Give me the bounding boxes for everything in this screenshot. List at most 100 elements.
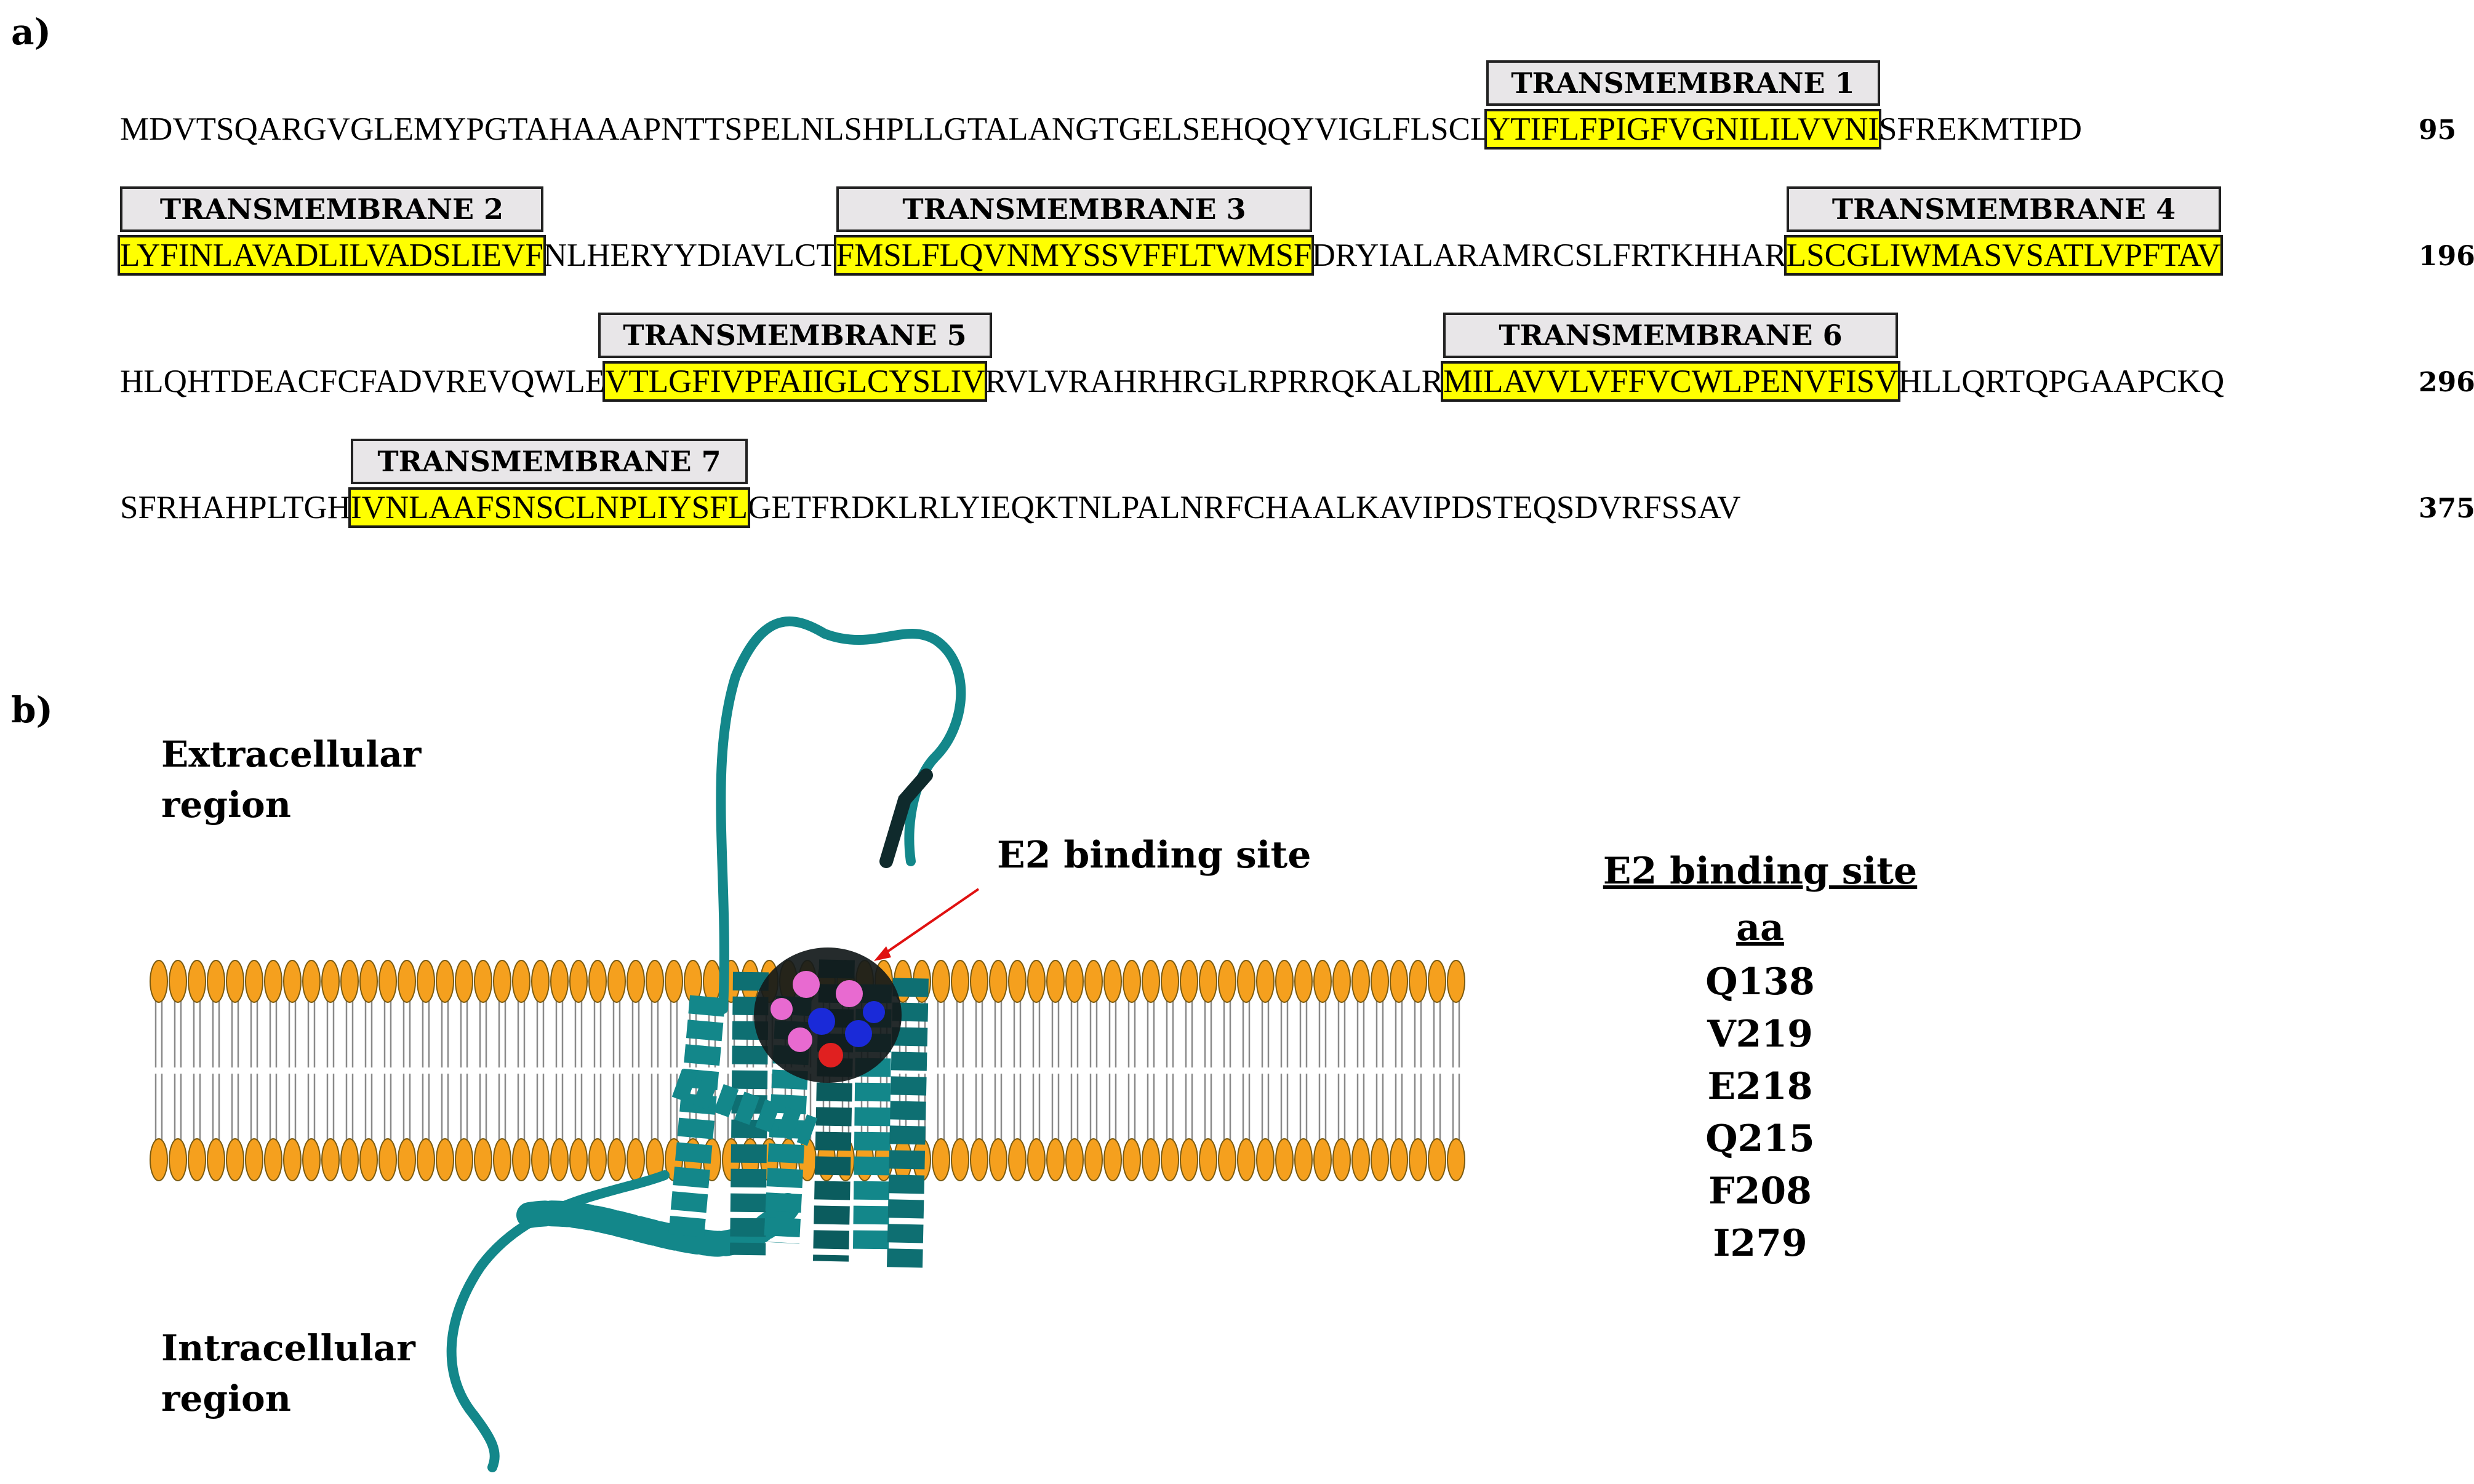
binding-site-residue: Q138 (1705, 960, 1815, 1003)
sequence-row-number: 296 (2419, 367, 2474, 398)
sequence-segment: GETFRDKLRLYIEQKTNLPALNRFCHAALKAVIPDSTEQS… (747, 490, 1741, 525)
sequence-row: SFRHAHPLTGHIVNLAAFSNSCLNPLIYSFLGETFRDKLR… (120, 487, 1741, 538)
lipid-head (1256, 960, 1275, 1003)
lipid-head (436, 1138, 454, 1181)
lipid-head (970, 960, 988, 1003)
lipid-head (1332, 960, 1351, 1003)
lipid-head (169, 960, 187, 1003)
lipid-head (1218, 1138, 1236, 1181)
binding-site-arrowhead (874, 946, 891, 961)
lipid-head (607, 960, 626, 1003)
lipid-head (1390, 960, 1408, 1003)
lipid-head (264, 960, 282, 1003)
lipid-head (989, 1138, 1007, 1181)
lipid-head (1371, 960, 1389, 1003)
lipid-head (627, 960, 645, 1003)
sequence-segment: DRYIALARAMRCSLFRTKHHAR (1311, 237, 1787, 273)
lipid-head (207, 1138, 225, 1181)
intracellular-line-1: Intracellular (161, 1327, 415, 1369)
lipid-head (1256, 1138, 1275, 1181)
lipid-head (340, 1138, 359, 1181)
sequence-row-number: 95 (2419, 114, 2457, 146)
lipid-head (283, 1138, 302, 1181)
sequence-row: HLQHTDEACFCFADVREVQWLEVTLGFIVPFAIIGLCYSL… (120, 361, 2224, 412)
lipid-head (1103, 1138, 1122, 1181)
lipid-head (512, 1138, 530, 1181)
lipid-head (1409, 1138, 1427, 1181)
sequence-row: MDVTSQARGVGLEMYPGTAHAAAPNTTSPELNLSHPLLGT… (120, 109, 2082, 160)
lipid-head (398, 1138, 416, 1181)
binding-site-list-title: E2 binding site aa (1603, 850, 1918, 949)
binding-site-residue: F208 (1708, 1170, 1812, 1213)
lipid-head (169, 1138, 187, 1181)
lipid-head (1027, 1138, 1046, 1181)
lipid-head (245, 1138, 263, 1181)
panel-b-label: b) (11, 689, 53, 731)
helix-5 (853, 984, 892, 1250)
lipid-head (1351, 1138, 1370, 1181)
lipid-head (1180, 960, 1198, 1003)
transmembrane-segment: VTLGFIVPFAIIGLCYSLIV (602, 361, 988, 402)
lipid-head (1084, 1138, 1103, 1181)
lipid-head (1123, 1138, 1141, 1181)
lipid-head (1161, 960, 1179, 1003)
lipid-head (1199, 1138, 1217, 1181)
binding-site-residue: V219 (1707, 1013, 1813, 1056)
lipid-head (569, 960, 588, 1003)
binding-site-residue: I279 (1713, 1222, 1807, 1265)
lipid-head (970, 1138, 988, 1181)
lipid-head (207, 960, 225, 1003)
sequence-segment: NLHERYYDIAVLCT (543, 237, 836, 273)
helix-7 (671, 1069, 818, 1146)
lipid-head (1313, 1138, 1332, 1181)
lipid-head (1294, 960, 1313, 1003)
sequence-row: LYFINLAVADLILVADSLIEVFNLHERYYDIAVLCTFMSL… (118, 235, 2224, 286)
transmembrane-segment: YTIFLFPIGFVGNILILVVNI (1484, 109, 1882, 150)
lipid-head (493, 1138, 511, 1181)
lipid-head (531, 960, 550, 1003)
lipid-head (512, 960, 530, 1003)
lipid-head (1218, 960, 1236, 1003)
lipid-head (1351, 960, 1370, 1003)
lipid-head (226, 1138, 244, 1181)
binding-site-label: E2 binding site (997, 834, 1311, 877)
lipid-head (627, 1138, 645, 1181)
binding-site-residue: E218 (1707, 1065, 1813, 1108)
lipid-head (1008, 960, 1027, 1003)
intracellular-tail (446, 1170, 670, 1472)
sequence-segment: RVLVRAHRHRGLRPRRQKALR (985, 364, 1444, 399)
sequence-row-number: 375 (2419, 493, 2474, 524)
lipid-head (378, 1138, 397, 1181)
helix-1 (668, 995, 726, 1239)
lipid-head (1428, 1138, 1446, 1181)
sequence-segment: MDVTSQARGVGLEMYPGTAHAAAPNTTSPELNLSHPLLGT… (120, 111, 1487, 147)
lipid-head (1180, 1138, 1198, 1181)
transmembrane-segment: IVNLAAFSNSCLNPLIYSFL (348, 487, 750, 528)
lipid-head (474, 960, 492, 1003)
lipid-head (264, 1138, 282, 1181)
transmembrane-segment: LYFINLAVADLILVADSLIEVF (118, 235, 546, 276)
lipid-head (665, 960, 683, 1003)
lipid-head (359, 960, 378, 1003)
binding-site-residue: Q215 (1705, 1117, 1815, 1160)
lipid-head (493, 960, 511, 1003)
lipid-head (1123, 960, 1141, 1003)
lipid-head (1371, 1138, 1389, 1181)
lipid-head (531, 1138, 550, 1181)
sequence-segment: HLQHTDEACFCFADVREVQWLE (120, 364, 606, 399)
lipid-head (1027, 960, 1046, 1003)
extracellular-loop (716, 616, 966, 1014)
lipid-head (932, 1138, 950, 1181)
lipid-head (1142, 1138, 1160, 1181)
lipid-head (932, 960, 950, 1003)
sequence-segment: SFRHAHPLTGH (120, 490, 351, 525)
lipid-head (1275, 1138, 1294, 1181)
lipid-head (455, 1138, 473, 1181)
lipid-head (1065, 960, 1084, 1003)
lipid-head (283, 960, 302, 1003)
lipid-head (417, 1138, 435, 1181)
lipid-head (188, 960, 206, 1003)
lipid-head (245, 960, 263, 1003)
lipid-head (951, 960, 969, 1003)
lipid-head (302, 960, 321, 1003)
